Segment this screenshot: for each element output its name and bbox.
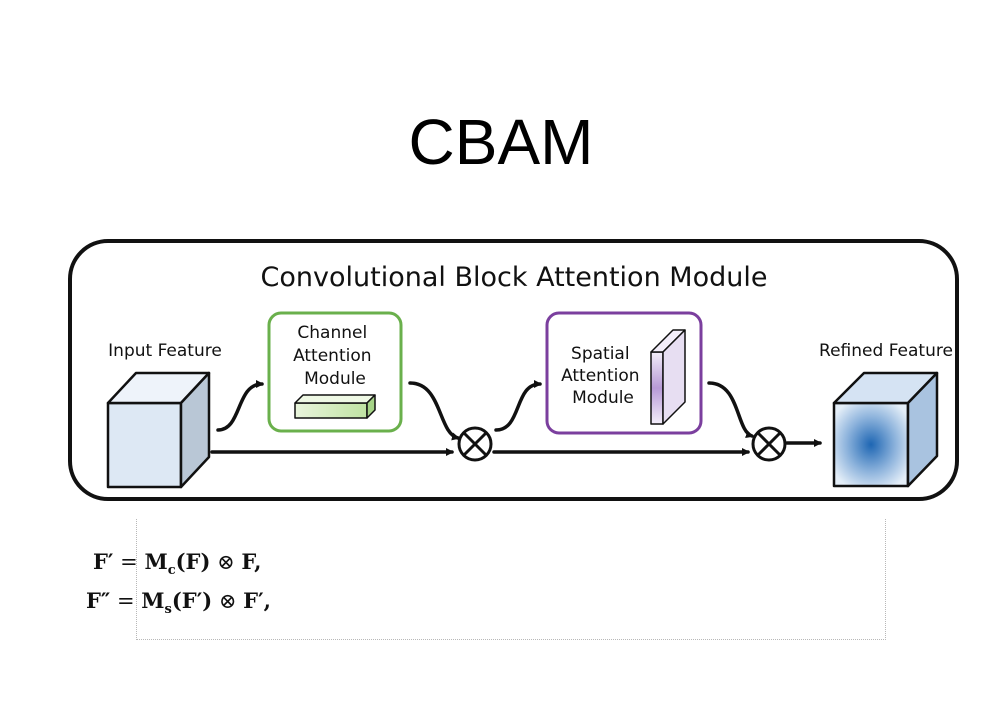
- refined-feature-cube: [832, 371, 939, 488]
- equation-channel: F′ = Mc(F) ⊗ F,: [93, 549, 262, 578]
- input-feature-cube: [106, 371, 211, 489]
- arrow-input-to-channel: [216, 380, 264, 432]
- equation-box: [136, 519, 886, 640]
- multiply-node-1: [457, 426, 493, 462]
- module-title: Convolutional Block Attention Module: [261, 262, 768, 293]
- refined-feature-label: Refined Feature: [819, 341, 953, 361]
- slide-title: CBAM: [408, 106, 594, 178]
- spatial-attention-map: [650, 329, 686, 425]
- input-feature-label: Input Feature: [108, 341, 222, 361]
- channel-attention-label: Channel Attention Module: [293, 323, 377, 389]
- arrow-channel-to-mult: [408, 381, 460, 441]
- spatial-attention-label: Spatial Attention Module: [561, 344, 645, 408]
- channel-attention-map: [294, 394, 376, 419]
- arrow-mult-to-spatial: [494, 380, 542, 432]
- module-frame: [68, 239, 959, 501]
- equation-spatial: F″ = Ms(F′) ⊗ F′,: [86, 588, 271, 617]
- arrow-spatial-to-mult: [707, 381, 754, 439]
- multiply-node-2: [751, 426, 787, 462]
